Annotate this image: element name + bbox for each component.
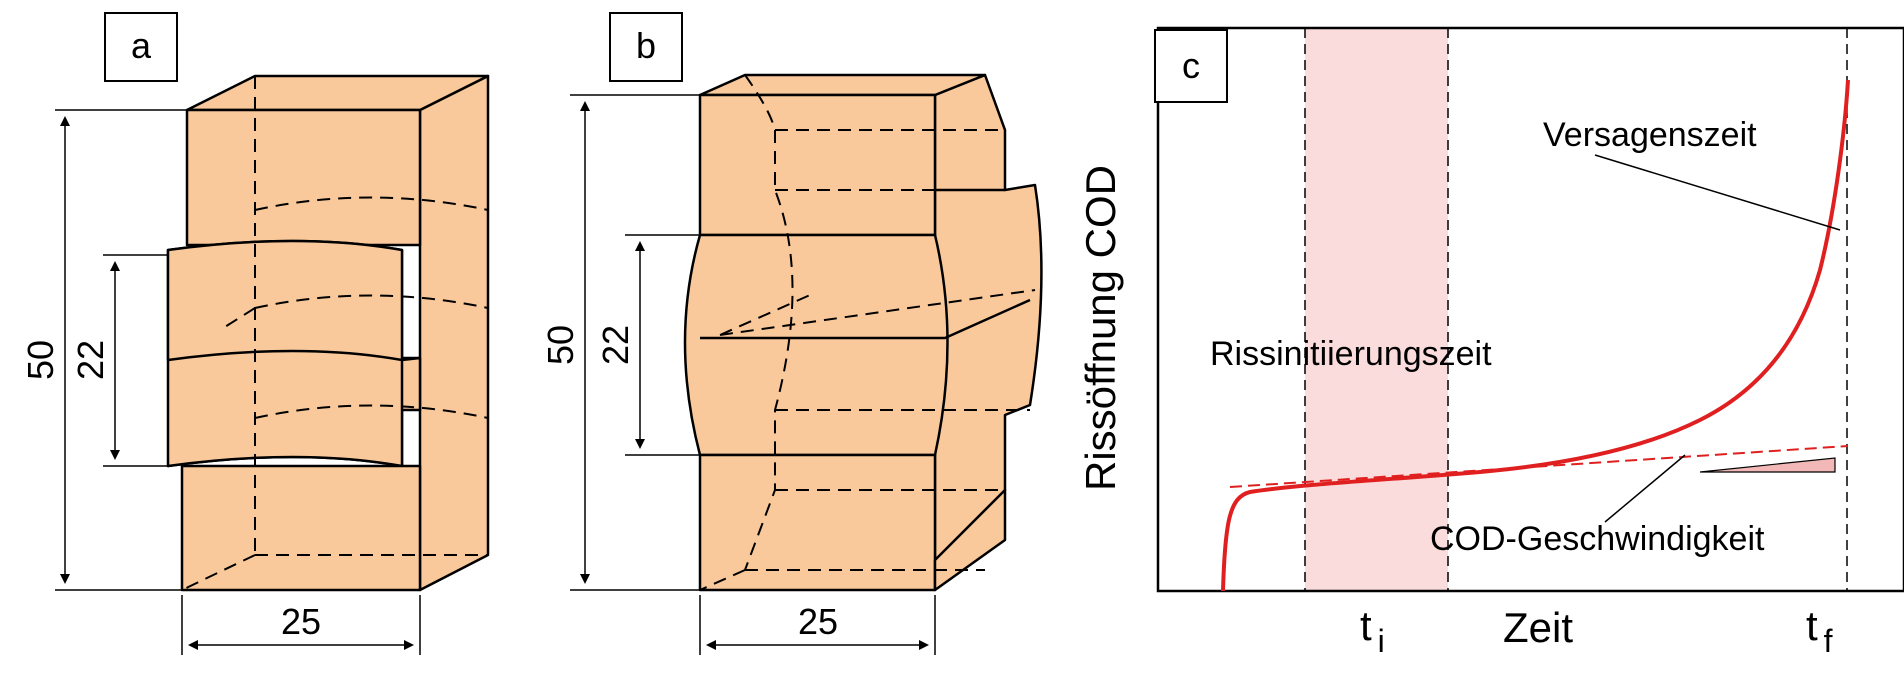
panel-c: Versagenszeit Rissinitiierungszeit COD-G…	[1077, 26, 1904, 659]
hidden-edge-b-slot-low	[775, 409, 1030, 491]
panel-b: 50 22 25 b	[540, 12, 1043, 655]
specimen-a-notch-face	[166, 239, 404, 468]
panel-a-label: a	[131, 25, 152, 66]
rate-leader	[1604, 454, 1686, 523]
dimension-a-notch	[103, 254, 168, 467]
specimen-a-front-lower	[180, 464, 422, 592]
dimension-b-notch-label: 22	[595, 325, 636, 365]
panel-c-label: c	[1182, 45, 1200, 86]
specimen-a-front-upper	[185, 108, 422, 247]
x-axis-label: Zeit	[1503, 604, 1573, 651]
time-markers	[1304, 28, 1848, 591]
annotation-cod-rate: COD-Geschwindigkeit	[1430, 520, 1765, 558]
panel-c-label-box	[1154, 29, 1228, 103]
panel-b-label: b	[636, 25, 656, 66]
dimension-a-total-label: 50	[20, 340, 61, 380]
specimen-a-hidden-lines	[181, 76, 489, 591]
dimension-b-width-label: 25	[798, 601, 838, 642]
tf-base: t	[1806, 602, 1818, 649]
specimen-a	[166, 74, 490, 592]
dimension-a-notch-label: 22	[70, 340, 111, 380]
failure-leader	[1594, 154, 1841, 231]
specimen-a-side-face	[418, 74, 490, 592]
cod-rate-wedge	[1699, 457, 1836, 473]
specimen-b-front-middle	[683, 233, 949, 457]
hidden-edge-a-crack-top	[254, 196, 489, 211]
dimension-a-width-label: 25	[281, 601, 321, 642]
leader-lines	[1594, 154, 1841, 523]
tf-sub: f	[1824, 623, 1833, 659]
annotation-initiation-time: Rissinitiierungszeit	[1210, 335, 1492, 373]
y-axis-label: Rissöffnung COD	[1077, 165, 1124, 491]
hidden-edge-a-crack-mid	[219, 294, 489, 331]
specimen-b-front-upper	[698, 93, 937, 237]
ti-base: t	[1360, 602, 1372, 649]
specimen-b-top-face	[698, 73, 987, 97]
initiation-shaded-region	[1305, 28, 1448, 591]
panel-a-label-box	[104, 12, 178, 82]
specimen-b-hidden-lines	[699, 74, 1036, 591]
annotation-failure-time: Versagenszeit	[1543, 116, 1757, 154]
hidden-edge-b-bottom	[699, 569, 985, 591]
specimen-b	[683, 73, 1043, 592]
dimension-b-notch	[625, 234, 700, 456]
specimen-a-mid-crack	[167, 349, 421, 362]
panel-b-label-box	[609, 12, 683, 82]
hidden-edge-a-bottom	[181, 554, 488, 591]
cod-curve	[1221, 79, 1850, 592]
dimension-a-width	[181, 595, 421, 655]
hidden-edge-a-crack-low	[254, 404, 489, 419]
panel-a: 50 22 25 a	[20, 12, 490, 655]
dimension-b-width	[699, 595, 936, 655]
ti-sub: i	[1378, 623, 1385, 659]
hidden-edge-b-slot-top	[775, 129, 1005, 191]
dimension-b-total-label: 50	[540, 325, 581, 365]
hidden-edge-b-slot-mid	[719, 289, 1036, 336]
plot-frame	[1156, 26, 1904, 593]
dimension-a-total	[55, 109, 187, 591]
dimension-b-total	[570, 94, 700, 591]
